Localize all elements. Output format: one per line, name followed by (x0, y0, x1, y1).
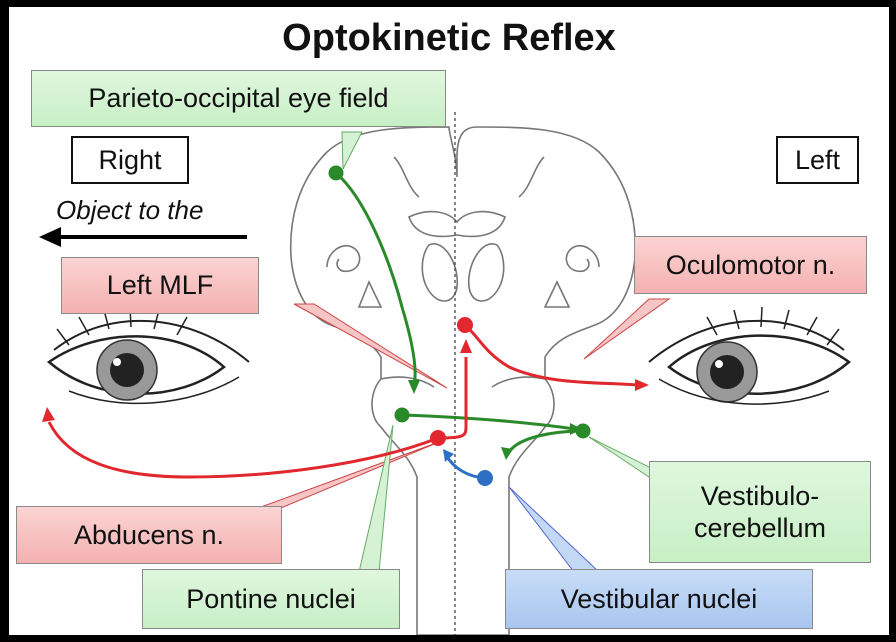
left-eye (649, 307, 849, 404)
oculomotor-node (457, 317, 473, 333)
vestibular-pointer (509, 487, 599, 572)
oculomotor-pointer (584, 299, 669, 359)
right-eye (49, 307, 249, 403)
red-arrowhead-abducens (42, 407, 55, 422)
diagram-title: Optokinetic Reflex (9, 17, 889, 60)
left-side-label: Left (776, 136, 859, 184)
green-arrowhead-3 (501, 447, 513, 460)
vestibular-nuclei-label: Vestibular nuclei (505, 569, 813, 629)
pontine-nuclei-label: Pontine nuclei (142, 569, 400, 629)
vestibulocerebellum-label: Vestibulo- cerebellum (649, 461, 871, 563)
pontine-pointer (359, 425, 393, 572)
parieto-occipital-label: Parieto-occipital eye field (31, 70, 446, 127)
pontine-node (395, 408, 410, 423)
right-side-label: Right (71, 136, 189, 184)
green-arrowhead-1 (408, 380, 420, 394)
left-mlf-label: Left MLF (61, 257, 259, 314)
vestibular-node (477, 470, 493, 486)
diagram-panel: Optokinetic Reflex Parieto-occipital eye… (9, 7, 889, 635)
abducens-label: Abducens n. (16, 506, 282, 564)
left-mlf-pointer (294, 304, 447, 388)
object-direction-text: Object to the (56, 195, 203, 226)
red-arrowhead-mlf (460, 339, 472, 353)
vestibulocerebellum-node (576, 424, 591, 439)
red-arrowhead-oculomotor (635, 379, 649, 391)
direction-arrowhead (39, 227, 61, 247)
abducens-node (430, 430, 446, 446)
oculomotor-label: Oculomotor n. (634, 236, 867, 294)
abducens-pointer (239, 442, 439, 515)
parieto-node (329, 166, 344, 181)
parieto-pointer (342, 132, 362, 169)
